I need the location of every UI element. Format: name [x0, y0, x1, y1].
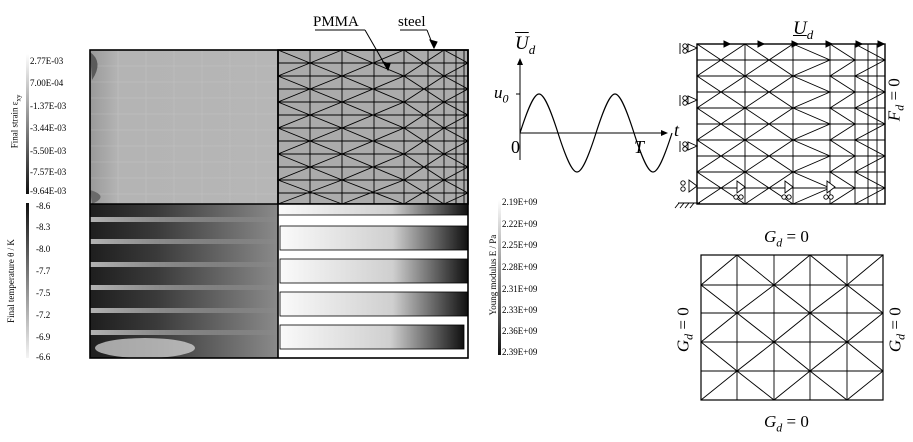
- modulus-axis-label: Young modulus E / Pa: [488, 234, 498, 316]
- temperature-axis-label: Final temperature θ / K: [6, 239, 16, 323]
- modulus-strips: [277, 203, 469, 350]
- gd-bottom-label: Gd = 0: [764, 412, 809, 435]
- strain-field: [90, 50, 278, 204]
- roller-supports-bottom: [674, 179, 836, 209]
- temperature-field-stripes: [90, 217, 278, 358]
- boundary-mesh-bottom: [700, 254, 884, 401]
- strain-field-edge-shading: [90, 52, 101, 204]
- strain-tick: -9.64E-03: [30, 186, 67, 196]
- temperature-tick: -7.5: [36, 288, 51, 298]
- temperature-tick: -8.3: [36, 222, 51, 232]
- signal-period-label: T: [634, 137, 645, 157]
- temperature-tick: -7.7: [36, 266, 51, 276]
- strain-colorbar: [26, 54, 29, 194]
- gd-left-label: Gd = 0: [673, 307, 696, 353]
- gd-top-label: Gd = 0: [764, 227, 809, 250]
- strain-tick: 2.77E-03: [30, 56, 64, 66]
- roller-supports-left: [679, 43, 699, 152]
- strain-tick: -5.50E-03: [30, 146, 67, 156]
- top-mesh-ud-label: Ud: [793, 18, 814, 42]
- ud-arrows: [700, 40, 886, 48]
- strain-tick: -1.37E-03: [30, 101, 67, 111]
- material-leader-lines: [315, 29, 438, 72]
- pmma-label: PMMA: [313, 14, 359, 30]
- modulus-tick: 2.28E+09: [502, 262, 538, 272]
- modulus-tick: 2.39E+09: [502, 347, 538, 357]
- modulus-tick: 2.36E+09: [502, 326, 538, 336]
- steel-label: steel: [398, 14, 426, 30]
- temperature-tick: -8.6: [36, 201, 51, 211]
- signal-plot: [516, 58, 673, 173]
- signal-ud-label: Ud: [515, 33, 536, 57]
- temperature-tick: -8.0: [36, 244, 51, 254]
- temperature-colorbar: [26, 203, 29, 358]
- temperature-tick: -6.9: [36, 332, 51, 342]
- boundary-mesh-top: [696, 43, 886, 205]
- modulus-tick: 2.33E+09: [502, 305, 538, 315]
- signal-amplitude-label: u0: [494, 83, 509, 106]
- temperature-tick: -7.2: [36, 310, 51, 320]
- temperature-tick: -6.6: [36, 352, 51, 362]
- modulus-tick: 2.22E+09: [502, 219, 538, 229]
- strain-field-mesh: [90, 50, 278, 204]
- modulus-colorbar: [498, 200, 501, 355]
- top-mesh-fd-label: Fd = 0: [884, 78, 907, 122]
- strain-tick: -7.57E-03: [30, 167, 67, 177]
- strain-tick: 7.00E-04: [30, 78, 64, 88]
- strain-axis-label: Final strain εxy: [9, 94, 23, 149]
- modulus-tick: 2.31E+09: [502, 284, 538, 294]
- strain-tick: -3.44E-03: [30, 123, 67, 133]
- signal-origin-label: 0: [511, 137, 520, 157]
- modulus-tick: 2.19E+09: [502, 197, 538, 207]
- modulus-tick: 2.25E+09: [502, 240, 538, 250]
- gd-right-label: Gd = 0: [885, 307, 908, 353]
- signal-t-label: t: [674, 120, 680, 140]
